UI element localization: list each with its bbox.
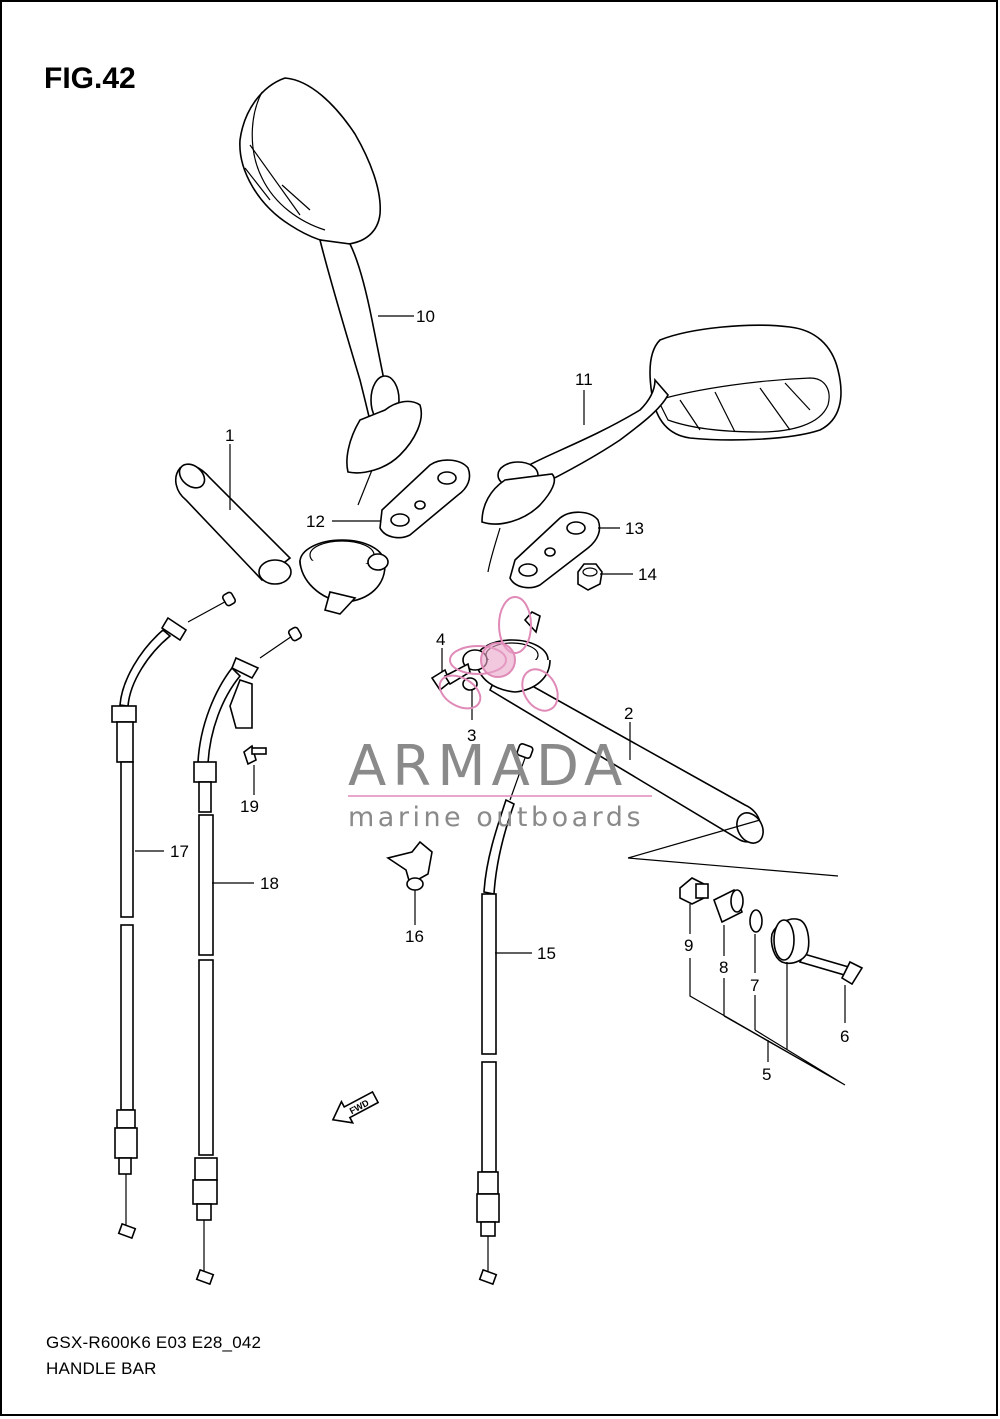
figure-title: FIG.42 <box>44 62 136 95</box>
callout-4: 4 <box>436 630 445 649</box>
part-11-right-mirror <box>481 324 842 573</box>
part-14-nut <box>577 563 603 591</box>
part-6-screw <box>798 953 864 986</box>
callout-1: 1 <box>225 426 234 445</box>
leader-lines <box>135 315 846 1086</box>
callout-12: 12 <box>306 512 325 531</box>
part-16-clip <box>386 840 433 891</box>
part-12-bracket <box>379 459 471 539</box>
callout-10: 10 <box>416 307 435 326</box>
callout-2: 2 <box>624 704 633 723</box>
callout-16: 16 <box>405 927 424 946</box>
part-15-cable <box>476 743 534 1286</box>
part-10-left-mirror <box>239 77 422 506</box>
callout-6: 6 <box>840 1027 849 1046</box>
watermark-brand: ARMADA <box>348 734 628 799</box>
callout-13: 13 <box>625 519 644 538</box>
callout-17: 17 <box>170 842 189 861</box>
watermark: ARMADA marine outboards <box>348 596 652 833</box>
part-18-cable <box>192 626 303 1286</box>
callout-9: 9 <box>684 936 693 955</box>
callout-3: 3 <box>467 726 476 745</box>
part-5-balancer <box>770 918 810 965</box>
callout-8: 8 <box>719 958 728 977</box>
part-17-cable <box>111 591 237 1240</box>
part-7-ring <box>749 909 763 933</box>
callout-7: 7 <box>750 976 759 995</box>
part-8-spacer <box>713 888 744 924</box>
fwd-direction-arrow: FWD <box>331 1090 380 1124</box>
part-19-screw <box>243 744 267 766</box>
callout-labels: 10 11 1 12 13 14 4 3 2 19 17 18 16 15 9 … <box>170 307 849 1084</box>
watermark-tagline: marine outboards <box>348 802 644 833</box>
callout-19: 19 <box>240 797 259 816</box>
part-1-left-handlebar <box>174 463 389 615</box>
part-3-washer <box>462 677 478 691</box>
model-code: GSX-R600K6 E03 E28_042 <box>46 1333 262 1352</box>
callout-14: 14 <box>638 565 657 584</box>
callout-15: 15 <box>537 944 556 963</box>
alignment-line <box>627 819 839 877</box>
callout-5: 5 <box>762 1065 771 1084</box>
part-13-bracket <box>509 511 601 589</box>
watermark-flower-logo <box>438 596 559 712</box>
callout-11: 11 <box>575 370 593 389</box>
section-name: HANDLE BAR <box>46 1359 157 1378</box>
part-9-bolt <box>679 877 709 905</box>
callout-18: 18 <box>260 874 279 893</box>
